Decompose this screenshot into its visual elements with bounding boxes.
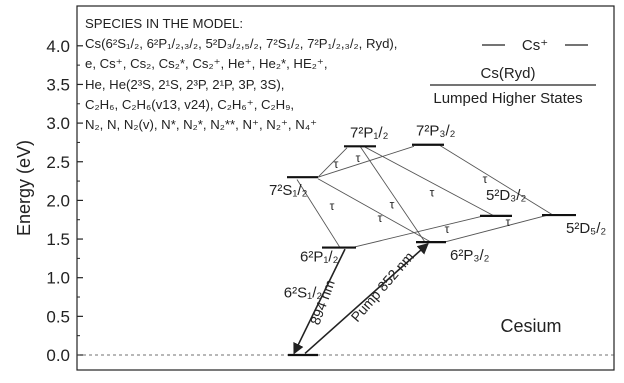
decay-line [317,147,348,178]
tau-label: τ [334,157,339,171]
plot-frame [76,5,615,371]
decay-line [317,178,432,243]
emission-arrow-894 [293,248,346,355]
y-tick-label: 0.5 [46,307,70,326]
legend-cs-plus: Cs⁺ [522,37,548,54]
tau-label: τ [506,215,511,229]
level-label: 7²S₁/₂ [269,182,308,199]
y-tick-label: 1.0 [46,269,70,288]
y-tick-label: 4.0 [46,37,70,56]
tau-label: τ [445,222,450,236]
tau-label: τ [330,199,335,213]
level-label: 6²P₁/₂ [300,249,339,266]
decay-line [296,179,341,248]
cesium-annotation: Cesium [500,316,561,336]
species-list: SPECIES IN THE MODEL: Cs(6²S₁/₂, 6²P₁/₂,… [85,14,445,135]
species-line: Cs(6²S₁/₂, 6²P₁/₂,₃/₂, 5²D₃/₂,₅/₂, 7²S₁/… [85,36,398,52]
y-tick-label: 1.5 [46,230,70,249]
level-label: 6²P₃/₂ [450,247,490,264]
tau-label: τ [356,151,361,165]
decay-line [443,214,549,243]
y-axis-label: Energy (eV) [14,140,34,236]
decay-line [364,146,495,217]
legend-cs-ryd: Cs(Ryd) [481,65,536,82]
level-label: 7²P₁/₂ [350,124,389,141]
tau-label: τ [483,172,488,186]
tau-label: τ [378,211,383,225]
level-label: 7²P₃/₂ [416,123,456,140]
tau-label: τ [430,186,435,200]
species-line: He, He(2³S, 2¹S, 2³P, 2¹P, 3P, 3S), [85,76,285,92]
decay-line [359,146,426,243]
species-line: SPECIES IN THE MODEL: [85,16,244,31]
decay-line [439,145,554,216]
y-tick-label: 2.5 [46,153,70,172]
species-line: C₂H₆, C₂H₆(v13, v24), C₂H₆⁺, C₂H₉, [85,96,295,112]
y-tick-label: 3.5 [46,75,70,94]
level-label: 5²D₃/₂ [486,187,526,204]
pump-arrow-852 [304,242,429,355]
level-label: 5²D₅/₂ [566,220,606,237]
wavelength-label-852: Pump 852 nm [348,249,417,325]
decay-line [317,145,415,178]
species-line: N₂, N, N₂(v), N*, N₂*, N₂**, N⁺, N₂⁺, N₄… [85,117,318,133]
y-tick-label: 2.0 [46,191,70,210]
level-label: 6²S₁/₂ [284,285,323,302]
y-tick-label: 3.0 [46,114,70,133]
y-tick-label: 0.0 [46,346,70,365]
tau-label: τ [390,197,395,211]
legend-lumped: Lumped Higher States [433,90,582,107]
species-line: e, Cs⁺, Cs₂, Cs₂*, Cs₂⁺, He⁺, He₂*, HE₂⁺… [85,56,328,72]
